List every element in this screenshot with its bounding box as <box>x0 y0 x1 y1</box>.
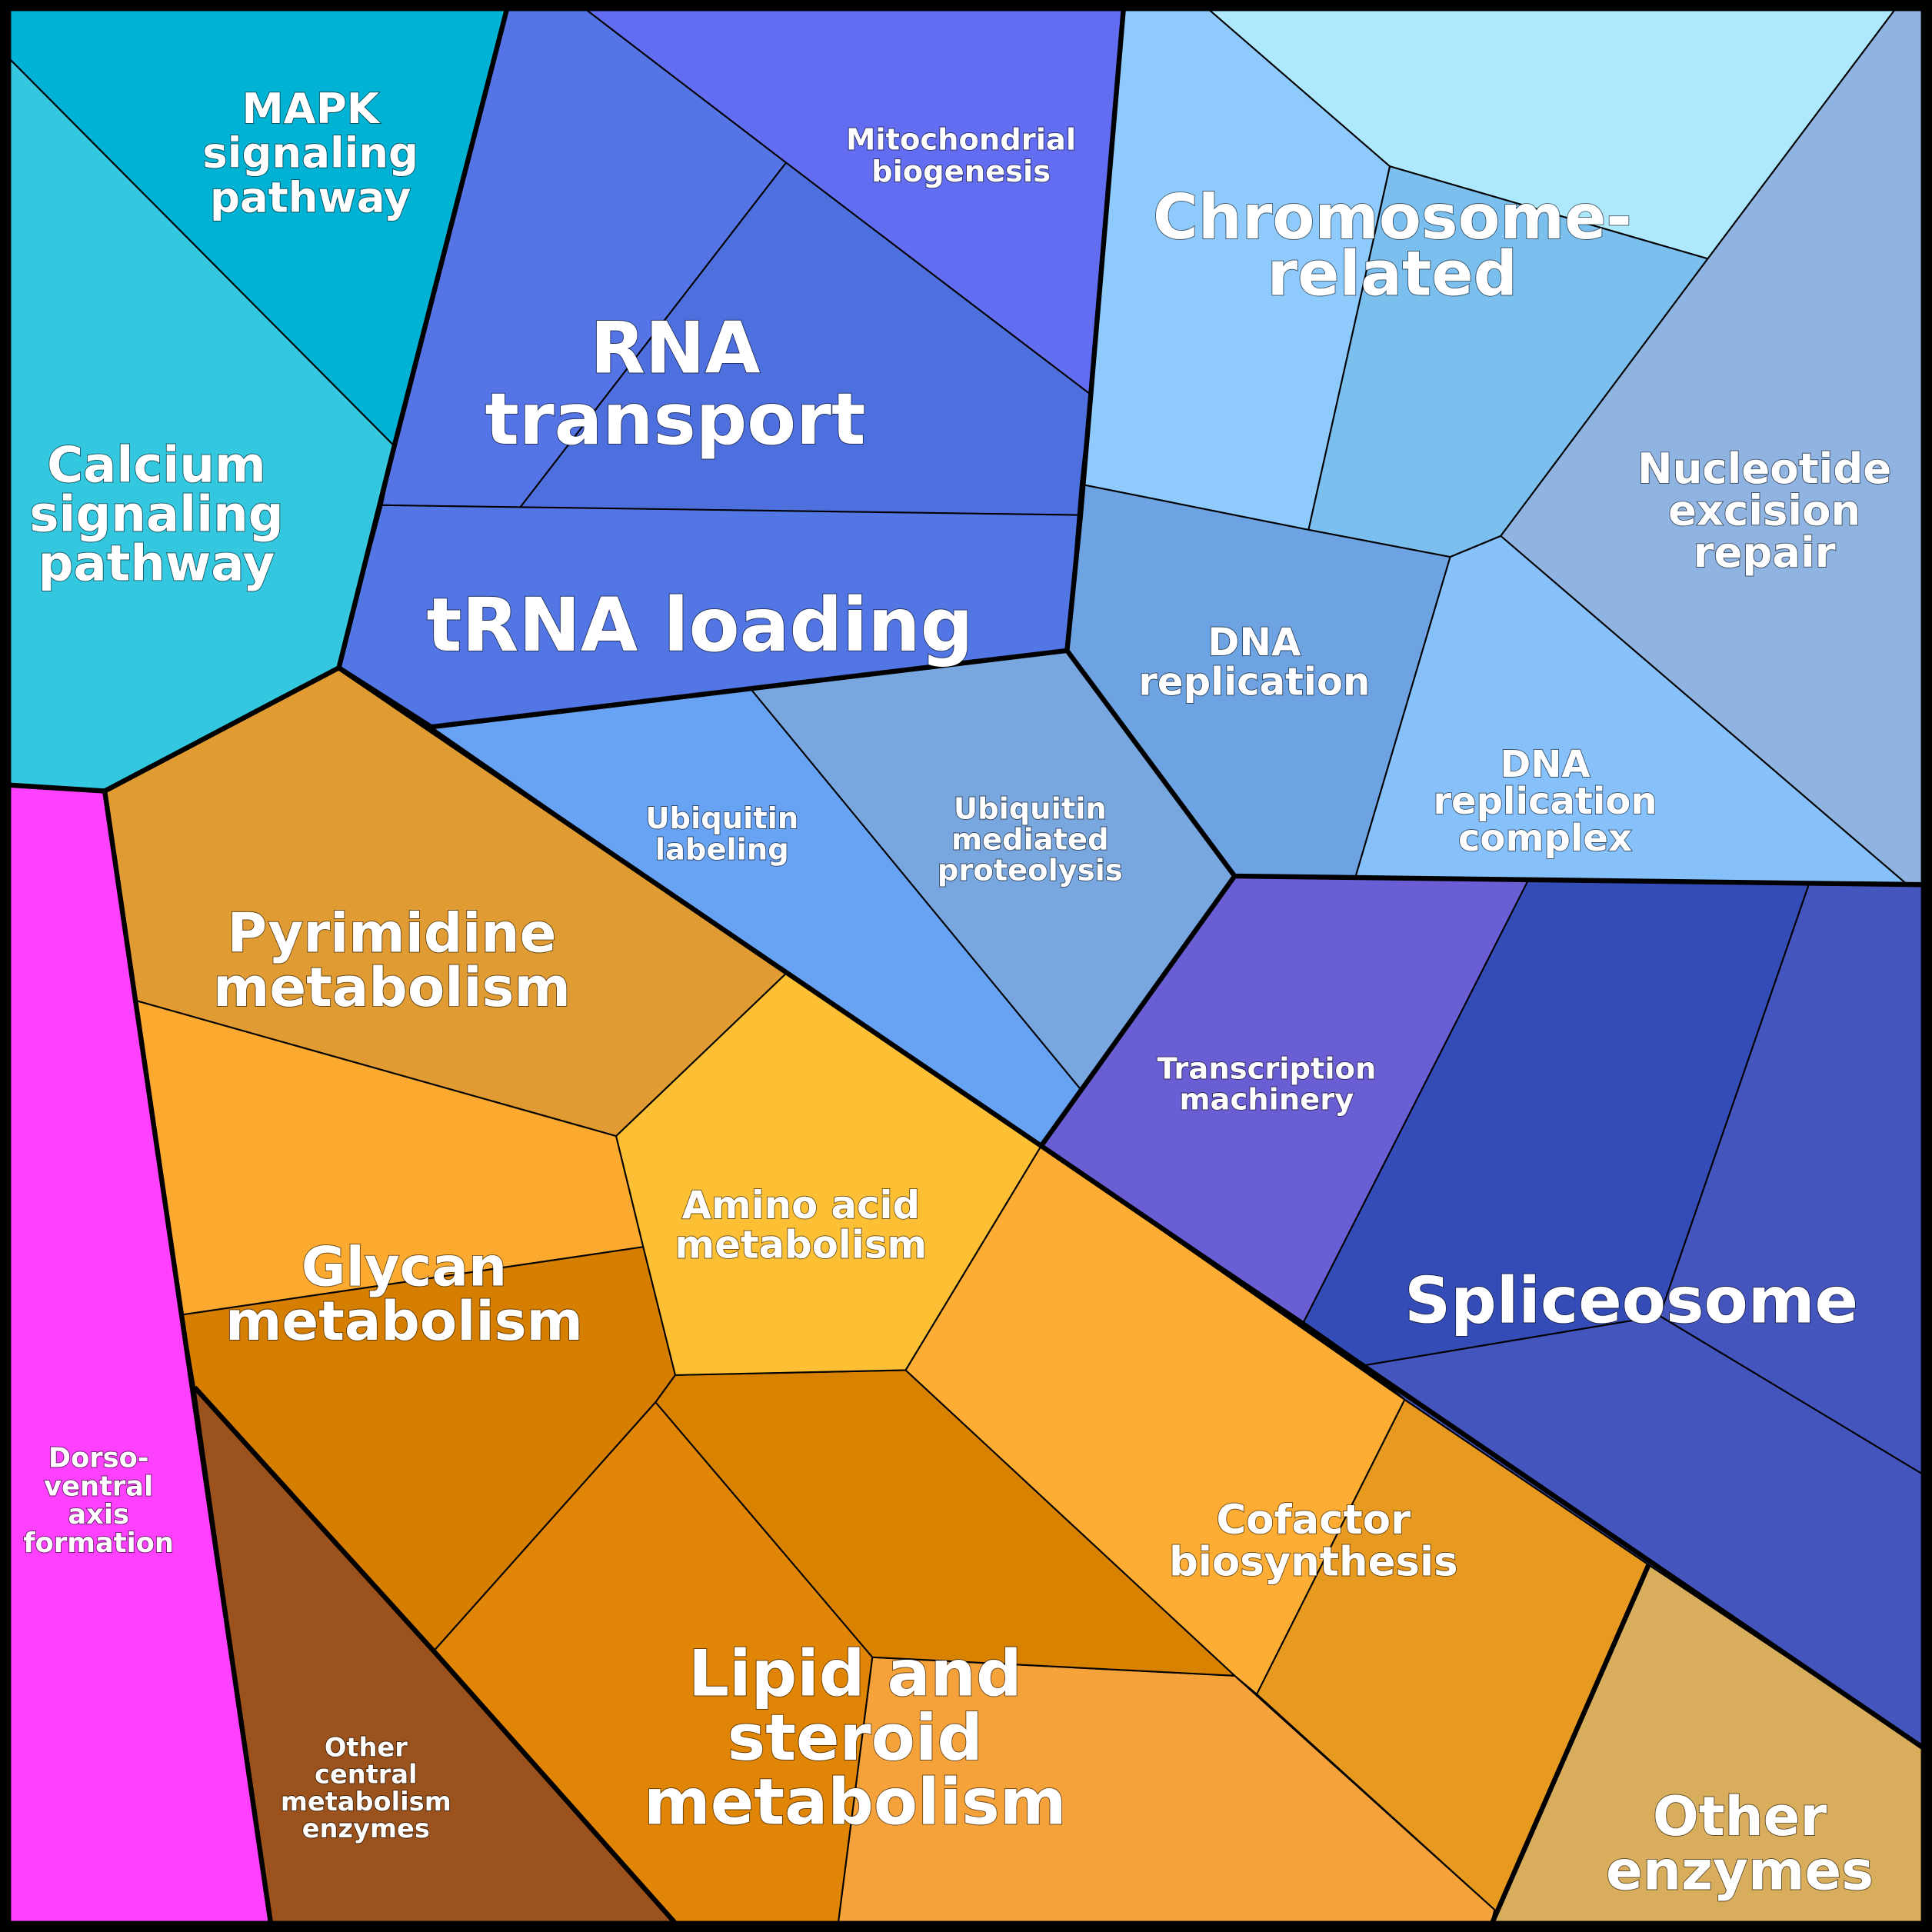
label-line: repair <box>1694 528 1836 577</box>
label-line: Calcium <box>47 437 266 494</box>
group-borders <box>5 5 1927 1928</box>
label-line: transport <box>485 378 865 461</box>
label-line: complex <box>1458 817 1632 860</box>
label-line: RNA <box>590 306 760 389</box>
label-line: biosynthesis <box>1169 1538 1458 1585</box>
label-line: Lipid and <box>688 1637 1022 1711</box>
label-line: replication <box>1433 780 1657 823</box>
label-line: Ubiquitin <box>645 801 798 836</box>
border-other-enzymes <box>1488 1564 1651 1927</box>
border-dorso <box>102 791 274 1927</box>
label-line: MAPK <box>242 84 380 133</box>
label-line: enzymes <box>302 1814 430 1844</box>
label-line: Dorso- <box>48 1443 149 1474</box>
label-line: signaling <box>202 128 418 178</box>
label-line: Cofactor <box>1216 1497 1411 1544</box>
label-line: Chromosome- <box>1153 182 1632 253</box>
label-line: enzymes <box>1606 1840 1874 1903</box>
label-line: steroid <box>728 1700 983 1775</box>
label-chromosome: Chromosome-related <box>1153 182 1632 310</box>
label-line: central <box>315 1760 418 1790</box>
label-line: Other <box>1653 1785 1827 1848</box>
label-line: metabolism <box>281 1787 451 1817</box>
border-dna-transcription <box>1234 873 1927 888</box>
border-protein-transcription <box>1039 874 1237 1148</box>
label-line: mediated <box>951 822 1109 857</box>
label-line: machinery <box>1180 1082 1354 1117</box>
border-other-central <box>192 1385 680 1928</box>
label-line: Transcription <box>1157 1051 1376 1086</box>
label-line: related <box>1267 238 1517 310</box>
label-line: axis <box>68 1499 129 1531</box>
label-line: Amino acid <box>682 1183 920 1227</box>
label-line: tRNA loading <box>426 582 973 668</box>
label-line: signaling <box>29 486 283 543</box>
label-line: proteolysis <box>938 853 1123 888</box>
label-line: Ubiquitin <box>954 791 1107 826</box>
label-line: metabolism <box>644 1764 1067 1839</box>
border-protein-dna <box>1064 648 1237 878</box>
border-signaling-rna <box>336 5 511 669</box>
label-line: Other <box>325 1732 408 1762</box>
label-line: metabolism <box>213 956 571 1019</box>
label-line: pathway <box>38 536 275 593</box>
label-line: labeling <box>655 832 789 867</box>
label-line: formation <box>23 1527 174 1559</box>
label-line: Glycan <box>301 1236 507 1299</box>
label-line: replication <box>1138 659 1370 704</box>
label-line: metabolism <box>675 1222 927 1267</box>
cells <box>5 5 1927 1927</box>
label-line: metabolism <box>225 1290 583 1353</box>
label-line: ventral <box>44 1471 153 1502</box>
label-trna: tRNA loading <box>426 582 973 668</box>
label-line: DNA <box>1208 620 1301 665</box>
border-metabolism-upper <box>337 665 1927 1752</box>
label-line: DNA <box>1500 743 1590 786</box>
border-rna-dna <box>1064 5 1127 651</box>
label-line: biogenesis <box>871 155 1051 189</box>
label-line: Mitochondrial <box>846 122 1076 157</box>
label-spliceosome: Spliceosome <box>1404 1263 1858 1337</box>
label-line: Pyrimidine <box>227 901 556 964</box>
label-line: Nucleotide <box>1637 444 1891 493</box>
label-line: excision <box>1668 485 1860 535</box>
label-line: pathway <box>210 172 411 222</box>
label-line: Spliceosome <box>1404 1263 1858 1337</box>
